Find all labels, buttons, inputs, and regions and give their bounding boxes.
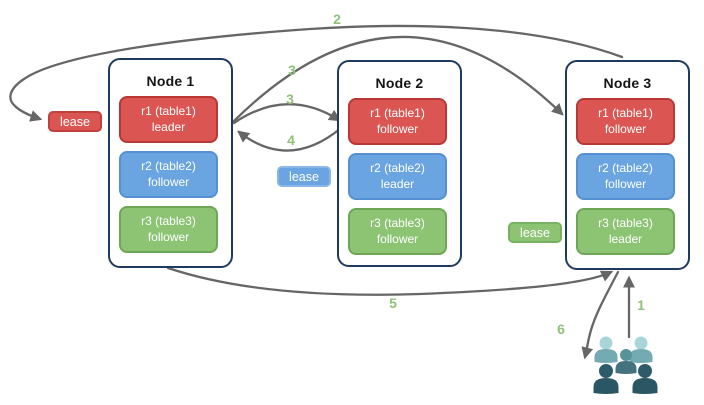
replica-name: r1 (table1) — [370, 106, 425, 121]
replica-role: leader — [151, 119, 186, 134]
node-2-replica-r3: r3 (table3) follower — [348, 208, 447, 255]
person-icon — [629, 336, 653, 363]
replica-name: r1 (table1) — [598, 106, 653, 121]
replica-name: r2 (table2) — [370, 161, 425, 176]
node-2-replica-r1: r1 (table1) follower — [348, 98, 447, 145]
person-icon — [632, 364, 658, 394]
node-3-replica-r1: r1 (table1) follower — [576, 98, 675, 145]
lease-badge-table3: lease — [508, 222, 562, 243]
step-label-6: 6 — [557, 321, 565, 337]
person-icon — [594, 336, 618, 363]
arrow-step-6-node3-to-users — [581, 270, 620, 360]
replica-role: leader — [608, 231, 643, 246]
arrow-step-3-leader-to-node2 — [232, 103, 342, 125]
node-3-title: Node 3 — [603, 75, 652, 91]
node-1-replica-r2: r2 (table2) follower — [119, 151, 218, 198]
replica-role: leader — [380, 176, 415, 191]
replica-role: follower — [604, 121, 647, 136]
node-1: Node 1 r1 (table1) leader r2 (table2) fo… — [108, 58, 233, 268]
arrow-step-5-node1-to-node3 — [166, 266, 614, 296]
node-2-title: Node 2 — [375, 75, 424, 91]
replica-role: follower — [376, 121, 419, 136]
node-1-title: Node 1 — [146, 73, 195, 89]
replica-name: r1 (table1) — [141, 104, 196, 119]
arrow-step-4-node2-to-leader — [237, 126, 343, 152]
step-label-4: 4 — [287, 132, 295, 148]
node-1-replica-r1: r1 (table1) leader — [119, 96, 218, 143]
lease-badge-table1: lease — [48, 111, 102, 132]
step-label-1: 1 — [637, 297, 645, 313]
step-label-5: 5 — [389, 295, 397, 311]
replica-role: follower — [376, 231, 419, 246]
lease-badge-table2: lease — [277, 166, 331, 187]
replica-name: r2 (table2) — [598, 161, 653, 176]
node-3: Node 3 r1 (table1) follower r2 (table2) … — [565, 60, 690, 270]
replica-name: r2 (table2) — [141, 159, 196, 174]
person-icon — [615, 349, 637, 374]
step-label-3a: 3 — [288, 62, 296, 78]
node-3-replica-r2: r2 (table2) follower — [576, 153, 675, 200]
replica-role: follower — [147, 174, 190, 189]
node-2-replica-r2: r2 (table2) leader — [348, 153, 447, 200]
step-label-3b: 3 — [286, 91, 294, 107]
node-2: Node 2 r1 (table1) follower r2 (table2) … — [337, 60, 462, 267]
node-3-replica-r3: r3 (table3) leader — [576, 208, 675, 255]
person-icon — [593, 364, 619, 394]
arrow-step-3-leader-to-node3 — [231, 35, 564, 124]
replica-role: follower — [604, 176, 647, 191]
replica-name: r3 (table3) — [141, 214, 196, 229]
step-label-2: 2 — [333, 11, 341, 27]
arrow-step-2-node3-to-lease1 — [9, 24, 624, 122]
replica-name: r3 (table3) — [598, 216, 653, 231]
users-icon — [593, 336, 658, 394]
replica-name: r3 (table3) — [370, 216, 425, 231]
replica-role: follower — [147, 229, 190, 244]
node-1-replica-r3: r3 (table3) follower — [119, 206, 218, 253]
